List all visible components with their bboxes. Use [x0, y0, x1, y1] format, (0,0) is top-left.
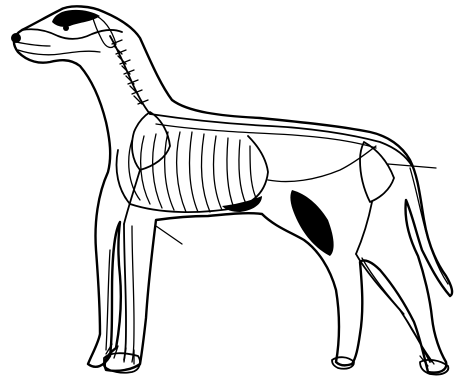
hind-leg-bones [356, 202, 434, 366]
pelvis [360, 142, 394, 202]
elbow-pointer-line [156, 226, 182, 244]
belly-shadow [222, 196, 262, 212]
mouth-line [16, 42, 50, 46]
jaw-line [18, 50, 100, 55]
eye-icon [63, 25, 69, 31]
dog-body-outline [14, 6, 452, 372]
skull-line [22, 29, 122, 39]
nose-icon [11, 33, 21, 43]
